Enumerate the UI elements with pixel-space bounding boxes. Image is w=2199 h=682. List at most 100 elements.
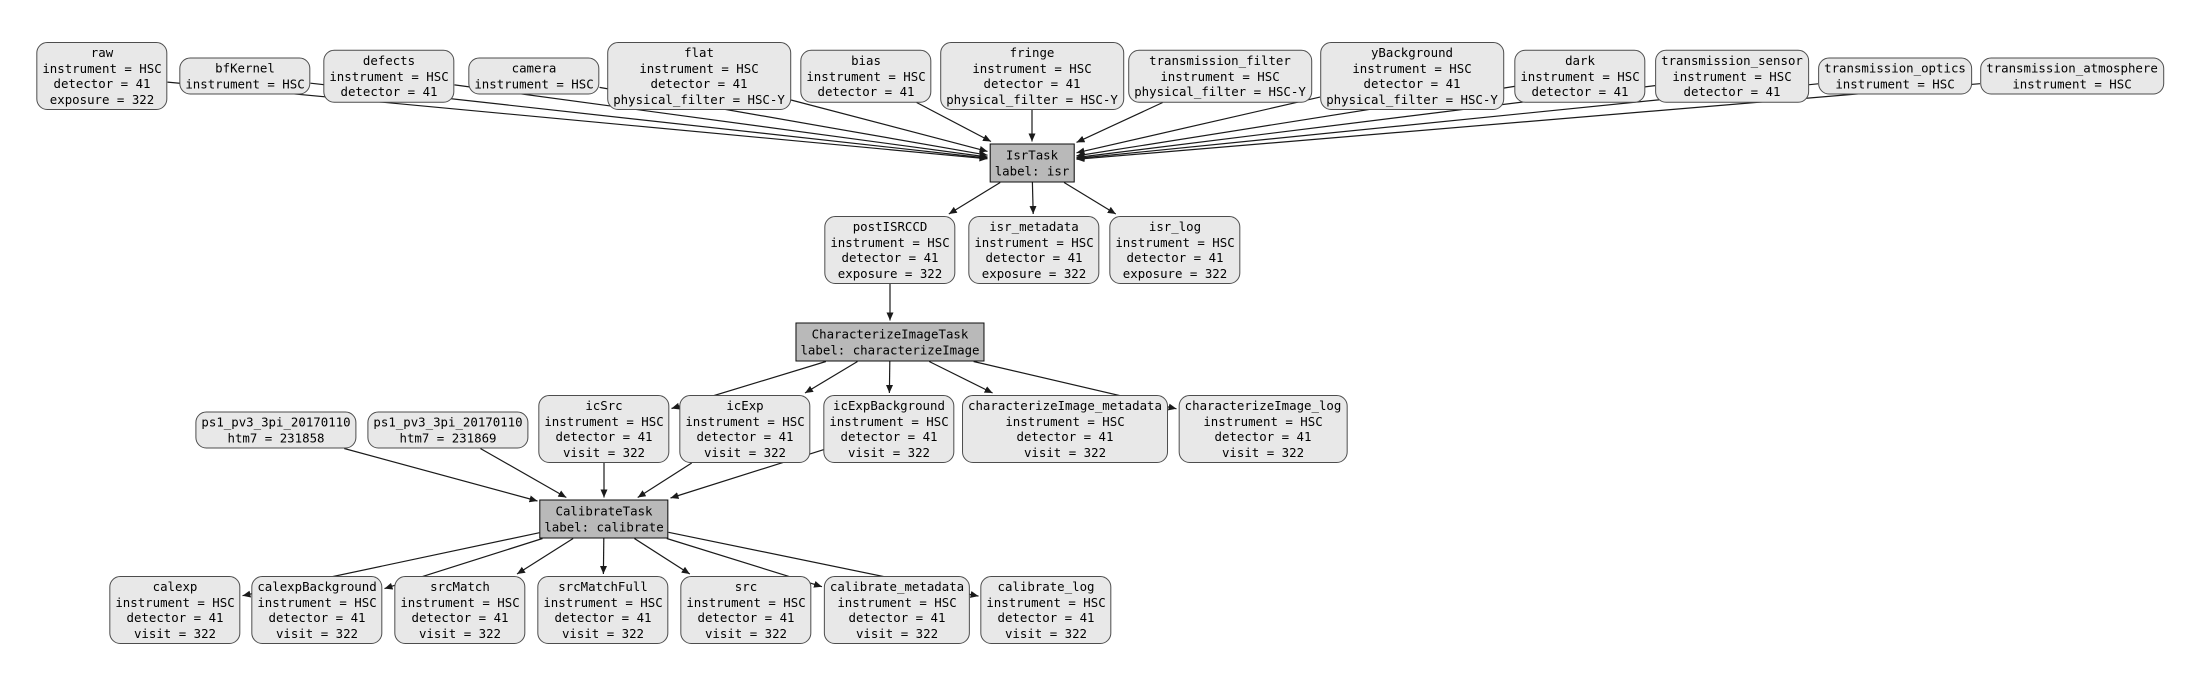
node-attribute: exposure = 322 [49, 91, 155, 107]
edge-icExp-to-calibrate [637, 462, 693, 499]
node-attribute: htm7 = 231858 [227, 430, 325, 445]
node-title: ps1_pv3_3pi_20170110 [201, 414, 351, 430]
node-attribute: visit = 322 [275, 625, 359, 641]
node-attribute: visit = 322 [847, 444, 931, 460]
node-title: transmission_optics [1824, 60, 1966, 76]
node-title: transmission_atmosphere [1986, 60, 2158, 76]
node-title: srcMatch [430, 579, 490, 594]
node-attribute: label: isr [994, 163, 1070, 178]
node-attribute: instrument = HSC [1115, 234, 1235, 250]
node-attribute: instrument = HSC [685, 413, 805, 429]
node-title: flat [684, 45, 714, 60]
node-attribute: detector = 41 [848, 610, 946, 625]
node-title: IsrTask [1005, 147, 1059, 163]
node-attribute: instrument = HSC [686, 594, 806, 610]
node-attribute: instrument = HSC [806, 68, 926, 84]
node-attribute: physical_filter = HSC-Y [1134, 83, 1306, 99]
node-attribute: label: calibrate [544, 519, 664, 534]
node-attribute: detector = 41 [53, 76, 151, 91]
edge-isr-to-postISRCCD [948, 181, 1001, 215]
node-attribute: label: characterizeImage [800, 342, 980, 357]
edge-isr-to-isr_log [1063, 181, 1117, 215]
node-title: icExp [726, 398, 764, 413]
edge-raw-to-isr [167, 81, 988, 162]
node-title: icExpBackground [833, 398, 945, 413]
node-attribute: instrument = HSC [400, 594, 520, 610]
node-attribute: detector = 41 [268, 610, 366, 625]
edge-bias-to-isr [916, 101, 992, 143]
node-title: fringe [1009, 45, 1055, 60]
node-title: isr_log [1148, 219, 1202, 234]
node-attribute: visit = 322 [133, 625, 217, 641]
edge-transmission_filter-to-isr [1076, 101, 1163, 143]
edge-flat-to-isr [790, 99, 988, 153]
node-attribute: instrument = HSC [329, 68, 449, 84]
node-attribute: detector = 41 [997, 610, 1095, 625]
node-attribute: detector = 41 [983, 76, 1081, 91]
node-attribute: instrument = HSC [837, 594, 957, 610]
node-attribute: exposure = 322 [837, 265, 943, 281]
node-title: CalibrateTask [555, 503, 653, 519]
node-attribute: detector = 41 [1016, 429, 1114, 444]
node-title: transmission_sensor [1661, 52, 1803, 68]
node-attribute: instrument = HSC [257, 594, 377, 610]
node-attribute: instrument = HSC [1203, 413, 1323, 429]
node-title: characterizeImage_metadata [968, 398, 1162, 413]
edge-defects-to-isr [454, 84, 988, 160]
node-attribute: instrument = HSC [185, 76, 305, 91]
node-attribute: detector = 41 [1214, 429, 1312, 444]
node-title: src [734, 579, 758, 594]
node-attribute: visit = 322 [1023, 444, 1107, 460]
edge-yBackground-to-isr [1076, 96, 1321, 155]
node-attribute: detector = 41 [1363, 76, 1461, 91]
node-attribute: instrument = HSC [986, 594, 1106, 610]
node-attribute: instrument = HSC [1672, 68, 1792, 84]
node-attribute: detector = 41 [841, 250, 939, 265]
node-title: calibrate_log [997, 579, 1095, 594]
node-title: calibrate_metadata [829, 579, 965, 594]
node-attribute: visit = 322 [418, 625, 502, 641]
node-attribute: instrument = HSC [115, 594, 235, 610]
node-attribute: instrument = HSC [42, 60, 162, 76]
node-attribute: instrument = HSC [2012, 76, 2132, 91]
node-title: CharacterizeImageTask [811, 326, 969, 342]
node-attribute: detector = 41 [697, 610, 795, 625]
node-title: calexpBackground [257, 579, 377, 594]
node-attribute: instrument = HSC [543, 594, 663, 610]
edge-isr-to-isr_metadata [1029, 182, 1037, 215]
node-attribute: detector = 41 [1683, 83, 1781, 99]
node-attribute: detector = 41 [554, 610, 652, 625]
node-attribute: instrument = HSC [830, 234, 950, 250]
node-title: dark [1565, 52, 1595, 68]
node-attribute: detector = 41 [696, 429, 794, 444]
node-title: calexp [152, 579, 198, 594]
node-title: raw [90, 45, 114, 60]
node-attribute: detector = 41 [1531, 83, 1629, 99]
node-title: transmission_filter [1149, 52, 1291, 68]
node-title: characterizeImage_log [1184, 398, 1342, 413]
node-attribute: physical_filter = HSC-Y [613, 91, 785, 107]
node-attribute: detector = 41 [126, 610, 224, 625]
